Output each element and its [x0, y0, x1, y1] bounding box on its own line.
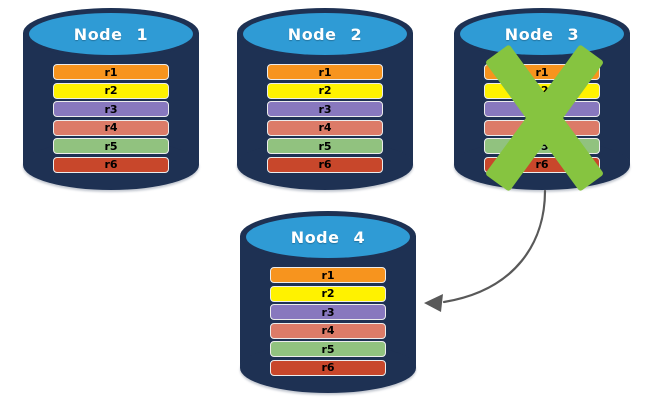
record-bar-r3: r3 — [267, 101, 383, 117]
cylinder-top-face: Node 3 — [460, 13, 624, 55]
node-label: Node 3 — [504, 24, 580, 44]
record-bar-r3: r3 — [53, 101, 169, 117]
node-3: Node 3 r1 r2 r3 r4 r5 r6 — [454, 8, 630, 192]
record-bar-r5: r5 — [267, 138, 383, 154]
record-bar-r4: r4 — [53, 119, 169, 136]
record-bar-r2: r2 — [53, 82, 169, 99]
record-bar-r4: r4 — [270, 322, 386, 339]
failure-x-icon — [454, 8, 630, 192]
record-bar-r6: r6 — [267, 156, 383, 173]
node-label: Node 2 — [287, 24, 363, 44]
record-bar-r5: r5 — [270, 341, 386, 357]
record-bar-r3: r3 — [270, 304, 386, 320]
node-2: Node 2 r1 r2 r3 r4 r5 r6 — [237, 8, 413, 190]
record-bar-r5: r5 — [53, 138, 169, 154]
record-bar-r1: r1 — [270, 267, 386, 283]
node-label: Node 4 — [290, 227, 366, 247]
node-1: Node 1 r1 r2 r3 r4 r5 r6 — [23, 8, 199, 190]
record-bar-r4: r4 — [267, 119, 383, 136]
arrow-head-icon — [424, 294, 443, 312]
record-bar-r1: r1 — [267, 64, 383, 80]
node-4: Node 4 r1 r2 r3 r4 r5 r6 — [240, 211, 416, 393]
record-bar-r1: r1 — [53, 64, 169, 80]
record-bar-r2: r2 — [270, 285, 386, 302]
node-label: Node 1 — [73, 24, 149, 44]
record-bar-r6: r6 — [53, 156, 169, 173]
record-stack: r1 r2 r3 r4 r5 r6 — [267, 64, 383, 173]
cylinder-top-face: Node 1 — [29, 13, 193, 55]
record-stack: r1 r2 r3 r4 r5 r6 — [53, 64, 169, 173]
cylinder-top-face: Node 2 — [243, 13, 407, 55]
record-bar-r6: r6 — [270, 359, 386, 376]
record-stack: r1 r2 r3 r4 r5 r6 — [270, 267, 386, 376]
arrow-curve — [442, 189, 547, 304]
cylinder-top-face: Node 4 — [246, 216, 410, 258]
record-bar-r2: r2 — [267, 82, 383, 99]
